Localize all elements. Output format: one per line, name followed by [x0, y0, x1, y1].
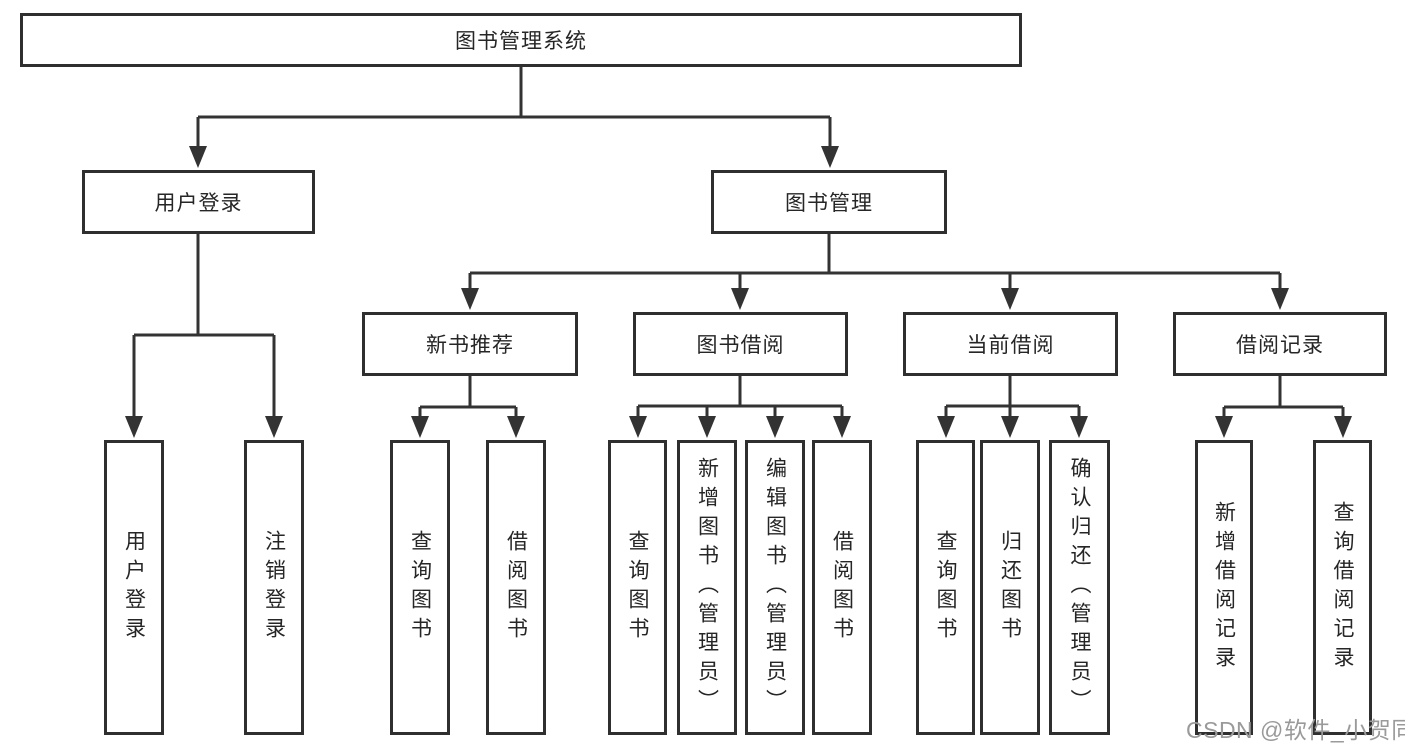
leaf-label: 新增图书（管理员）: [695, 457, 719, 718]
arrowhead-icon: [1334, 416, 1352, 438]
leaf-label: 注销登录: [262, 529, 286, 646]
leaf-label: 查询图书: [408, 529, 432, 646]
node-library-management-system: 图书管理系统: [20, 13, 1022, 67]
leaf-node-add-borrow-record: 新增借阅记录: [1195, 440, 1253, 735]
leaf-label: 编辑图书（管理员）: [763, 457, 787, 718]
node-book-management: 图书管理: [711, 170, 947, 234]
leaf-node-confirm-return-admin: 确认归还（管理员）: [1049, 440, 1110, 735]
arrowhead-icon: [937, 416, 955, 438]
leaf-node-query-books-borrowing: 查询图书: [608, 440, 667, 735]
leaf-label: 归还图书: [998, 529, 1022, 646]
arrowhead-icon: [821, 146, 839, 168]
arrowhead-icon: [1001, 288, 1019, 310]
arrowhead-icon: [731, 288, 749, 310]
arrowhead-icon: [411, 416, 429, 438]
leaf-node-query-books-current: 查询图书: [916, 440, 975, 735]
leaf-node-borrow-books-recommendation: 借阅图书: [486, 440, 546, 735]
arrowhead-icon: [189, 146, 207, 168]
leaf-node-edit-books-admin: 编辑图书（管理员）: [745, 440, 805, 735]
arrowhead-icon: [461, 288, 479, 310]
leaf-label: 用户登录: [122, 529, 146, 646]
leaf-label: 查询借阅记录: [1331, 500, 1354, 675]
arrowhead-icon: [125, 416, 143, 438]
leaf-label: 查询图书: [934, 529, 957, 646]
arrowhead-icon: [766, 416, 784, 438]
leaf-label: 借阅图书: [830, 529, 854, 646]
arrowhead-icon: [698, 416, 716, 438]
connector-root-to-level2: [189, 67, 839, 168]
arrowhead-icon: [1070, 416, 1088, 438]
watermark: CSDN @软件_小贺同学: [1186, 717, 1405, 743]
leaf-node-query-borrow-record: 查询借阅记录: [1313, 440, 1372, 735]
connector-user-login-to-leaves: [125, 234, 283, 438]
arrowhead-icon: [1271, 288, 1289, 310]
arrowhead-icon: [629, 416, 647, 438]
leaf-node-borrow-books: 借阅图书: [812, 440, 872, 735]
connector-new-book-rec-to-leaves: [411, 376, 525, 438]
connector-current-borrow-to-leaves: [937, 376, 1088, 438]
leaf-node-logout: 注销登录: [244, 440, 304, 735]
node-new-book-recommendation: 新书推荐: [362, 312, 578, 376]
arrowhead-icon: [833, 416, 851, 438]
node-user-login: 用户登录: [82, 170, 315, 234]
leaf-label: 查询图书: [626, 529, 649, 646]
arrowhead-icon: [507, 416, 525, 438]
node-current-borrowing: 当前借阅: [903, 312, 1118, 376]
node-book-borrowing: 图书借阅: [633, 312, 848, 376]
leaf-node-add-books-admin: 新增图书（管理员）: [677, 440, 737, 735]
leaf-label: 确认归还（管理员）: [1068, 457, 1091, 718]
leaf-node-return-books: 归还图书: [980, 440, 1040, 735]
arrowhead-icon: [1215, 416, 1233, 438]
connector-book-mgmt-to-level3: [461, 234, 1289, 310]
arrowhead-icon: [1001, 416, 1019, 438]
leaf-label: 借阅图书: [504, 529, 528, 646]
leaf-node-query-books-recommendation: 查询图书: [390, 440, 450, 735]
connector-borrow-rec-to-leaves: [1215, 376, 1352, 438]
node-borrowing-records: 借阅记录: [1173, 312, 1387, 376]
arrowhead-icon: [265, 416, 283, 438]
connector-book-borrow-to-leaves: [629, 376, 851, 438]
leaf-label: 新增借阅记录: [1212, 500, 1236, 675]
leaf-node-user-login: 用户登录: [104, 440, 164, 735]
